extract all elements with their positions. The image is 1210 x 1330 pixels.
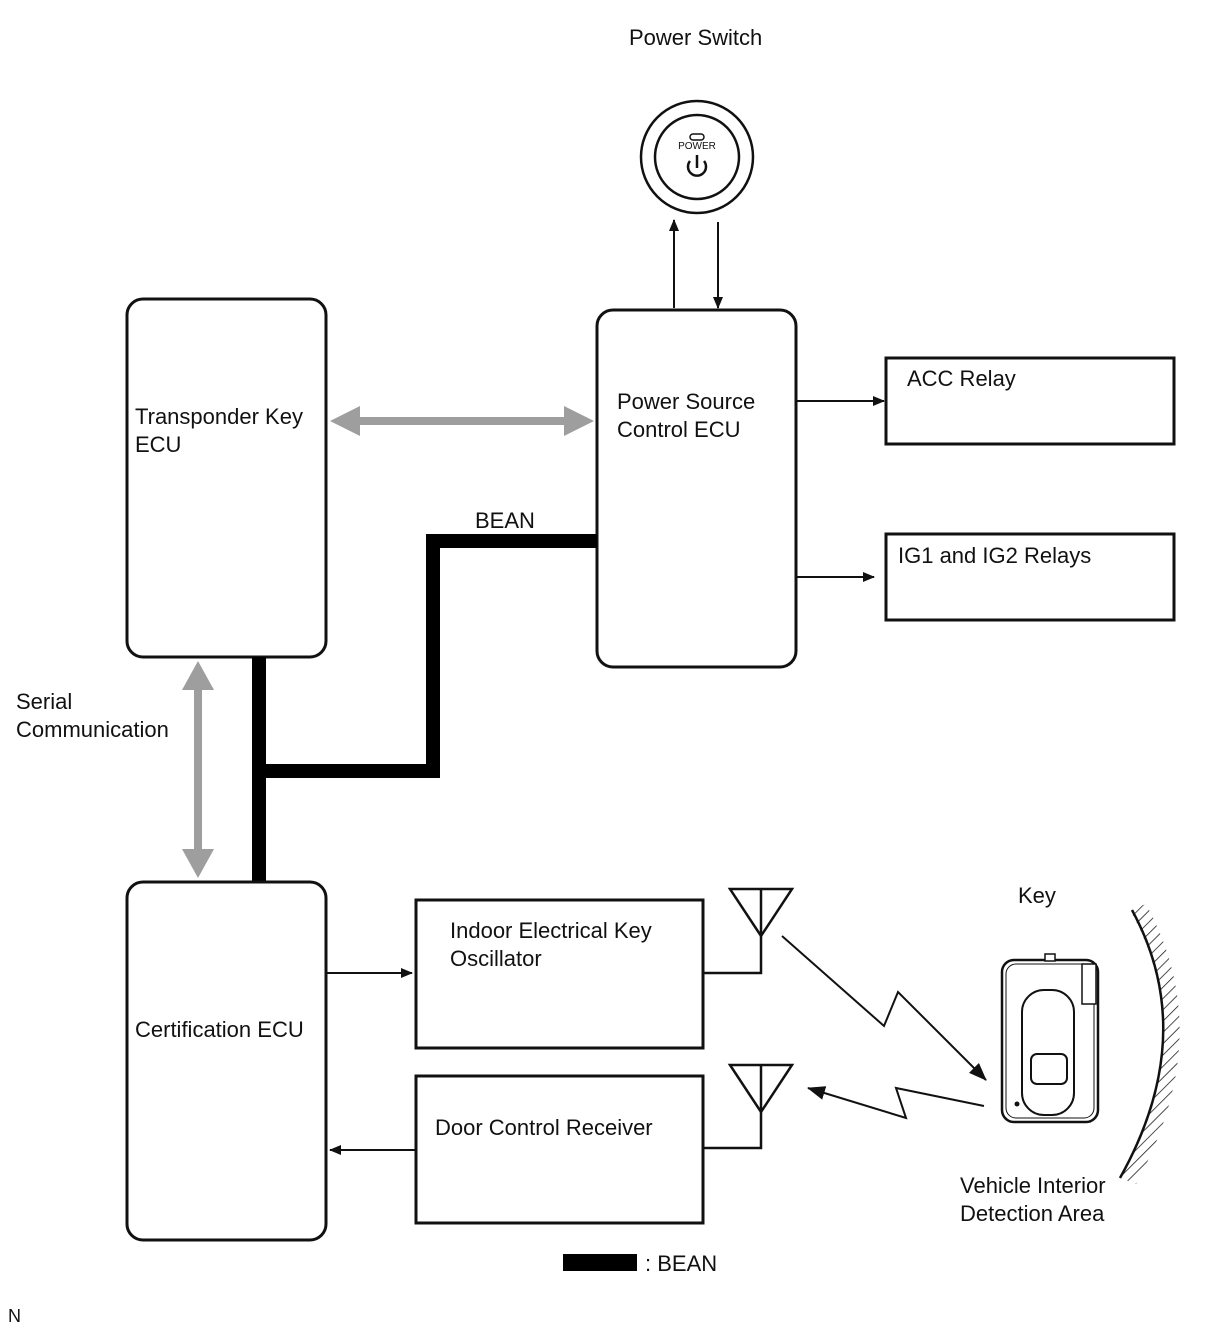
legend-bean-label: : BEAN [645,1251,718,1276]
lightning-signal-icon [807,1086,985,1120]
serial-communication-arrow [182,661,214,878]
corner-mark: N [8,1306,21,1326]
transponder-power-source-link [330,406,594,436]
power-button-icon [639,99,755,215]
lightning-signal-icon [781,935,987,1081]
power-switch-label: Power Switch [629,25,763,50]
antenna-icon [703,887,795,975]
serial-communication-label: Serial Communication [16,689,169,742]
legend-bean-swatch [563,1254,637,1271]
acc-relay-box [884,356,1176,446]
door-control-receiver-box [414,1074,705,1225]
indoor-oscillator-box [414,898,705,1050]
ig-relays-label: IG1 and IG2 Relays [898,543,1092,568]
ig-relays-box [884,532,1176,622]
acc-relay-label: ACC Relay [907,366,1016,391]
indoor-oscillator-label: Indoor Electrical Key Oscillator [450,918,652,971]
power-source-control-ecu-box [595,308,798,669]
certification-ecu-box [125,880,328,1242]
certification-ecu-label: Certification ECU [135,1017,304,1042]
detection-area-label: Vehicle Interior Detection Area [960,1173,1106,1226]
detection-area-boundary [1118,904,1180,1184]
transponder-key-ecu-label: Transponder Key ECU [135,404,303,457]
key-label: Key [1018,883,1056,908]
door-control-receiver-label: Door Control Receiver [435,1115,653,1140]
power-switch-face-label: POWER [678,141,716,152]
key-fob-icon [1000,953,1100,1124]
transponder-key-ecu-box [125,297,328,659]
bean-bus-branch [259,534,597,778]
bean-line-label: BEAN [475,508,535,533]
power-source-control-ecu-label: Power Source Control ECU [617,389,756,442]
antenna-icon [703,1063,795,1150]
